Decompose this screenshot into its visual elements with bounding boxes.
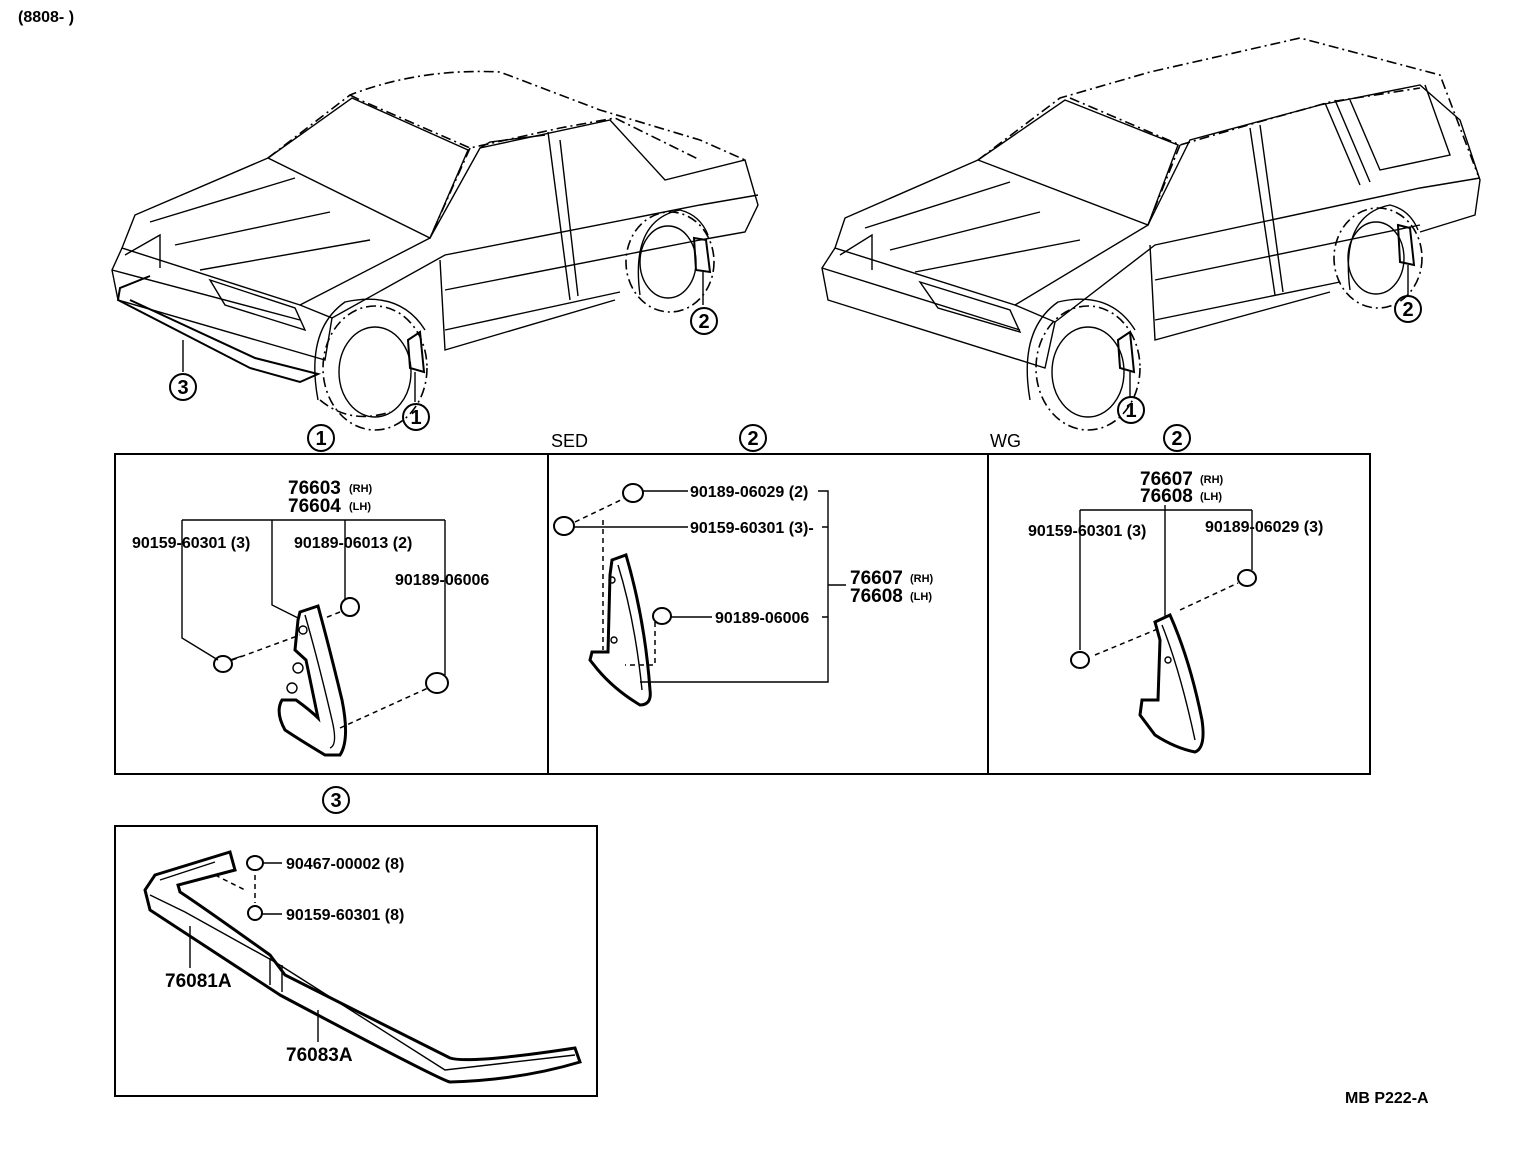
panel-3: 76607 (RH) 76608 (LH) 90159-60301 (3) 90…	[1028, 469, 1323, 754]
part-90159-60301: 90159-60301 (3)-	[690, 520, 814, 537]
callout-3-sedan: 3	[169, 373, 197, 401]
part-76083A: 76083A	[286, 1045, 353, 1066]
svg-text:2: 2	[698, 311, 709, 333]
part-76608-wg: 76608	[1140, 486, 1193, 507]
date-code: (8808- )	[18, 9, 74, 26]
part-90189-06013: 90189-06013 (2)	[294, 535, 412, 552]
svg-text:3: 3	[177, 377, 188, 399]
svg-text:2: 2	[1171, 428, 1182, 450]
svg-text:2: 2	[1402, 299, 1413, 321]
wagon-illustration	[821, 37, 1481, 431]
part-90189-06029: 90189-06029 (2)	[690, 484, 808, 501]
callout-1-sedan: 1	[402, 403, 430, 431]
part-90159-60301: 90159-60301 (3)	[132, 535, 250, 552]
part-90159-60301-wg: 90159-60301 (3)	[1028, 523, 1146, 540]
svg-text:1: 1	[410, 407, 421, 429]
part-90189-06029-wg: 90189-06029 (3)	[1205, 519, 1323, 536]
callout-1-wagon: 1	[1117, 396, 1145, 424]
panel-4-header: 3	[322, 786, 350, 814]
svg-text:3: 3	[330, 790, 341, 812]
spoiler-panel-frame	[114, 825, 598, 1097]
part-90189-06006: 90189-06006	[395, 572, 489, 589]
svg-text:2: 2	[747, 428, 758, 450]
panel-4: 90467-00002 (8) 90159-60301 (8) 76081A 7…	[143, 850, 582, 1084]
part-76608: 76608	[850, 586, 903, 607]
svg-text:1: 1	[315, 428, 326, 450]
section-sed-label: SED	[551, 431, 588, 451]
panel-3-header: 2	[1163, 424, 1191, 452]
panel-1-header: 1	[307, 424, 335, 452]
svg-text:(RH): (RH)	[1200, 474, 1224, 486]
part-90189-06006: 90189-06006	[715, 610, 809, 627]
sedan-illustration	[111, 70, 759, 431]
svg-text:1: 1	[1125, 400, 1136, 422]
part-76603: 76603	[288, 478, 341, 499]
part-76607: 76607	[850, 568, 903, 589]
upper-panels-frame	[114, 453, 1371, 775]
svg-text:(RH): (RH)	[910, 573, 934, 585]
panel-2: 90189-06029 (2) 90159-60301 (3)- 90189-0…	[553, 483, 934, 707]
svg-text:(LH): (LH)	[349, 501, 371, 513]
drawing-id: MB P222-A	[1345, 1090, 1429, 1107]
svg-text:(LH): (LH)	[1200, 491, 1222, 503]
part-76081A: 76081A	[165, 971, 232, 992]
part-90467-00002: 90467-00002 (8)	[286, 856, 404, 873]
svg-text:(LH): (LH)	[910, 591, 932, 603]
callout-2-wagon: 2	[1394, 295, 1422, 323]
panel-2-header: 2	[739, 424, 767, 452]
section-wg-label: WG	[990, 431, 1021, 451]
panel-1: 76603 (RH) 76604 (LH) 90159-60301 (3) 90…	[132, 478, 489, 757]
part-76607-wg: 76607	[1140, 469, 1193, 490]
callout-2-sedan: 2	[690, 307, 718, 335]
svg-text:(RH): (RH)	[349, 483, 373, 495]
part-76604: 76604	[288, 496, 341, 517]
part-90159-60301-spoiler: 90159-60301 (8)	[286, 907, 404, 924]
